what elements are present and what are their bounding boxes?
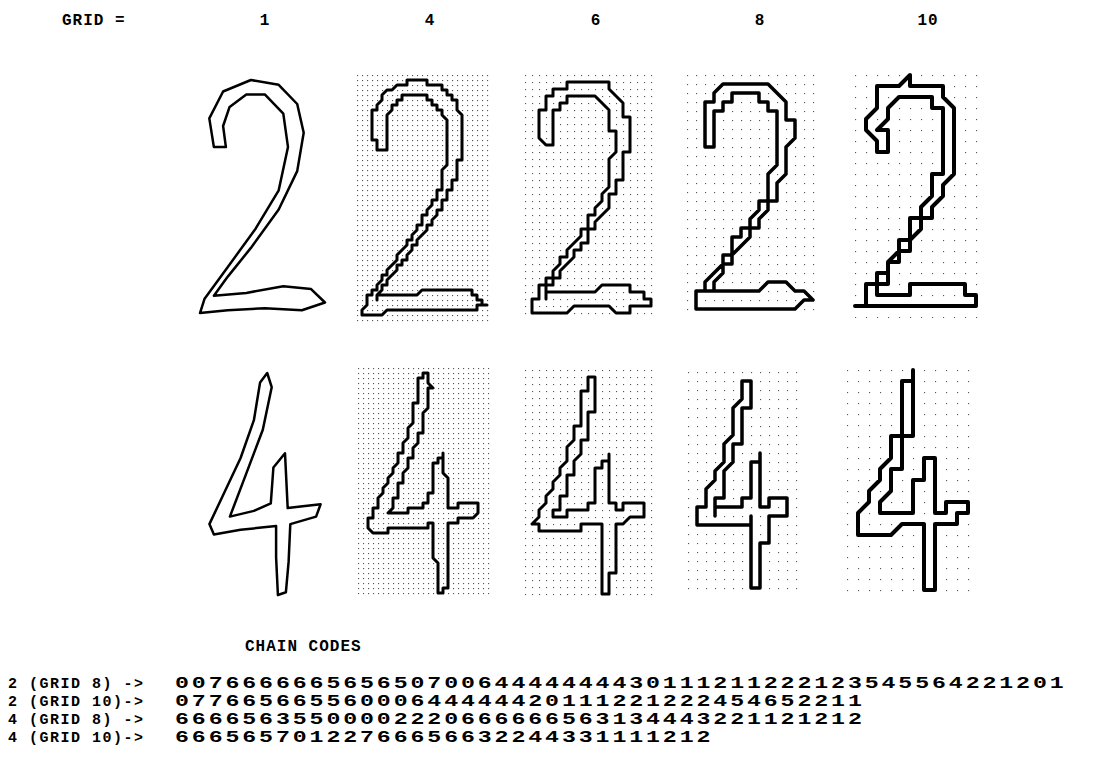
chain-code: 0076666665656507006444444443011121122212… (175, 675, 1067, 693)
row-key: 4 (GRID 8) -> (8, 712, 145, 729)
chain-code: 66656570122766656632244331111212 (175, 729, 713, 747)
grid-value: 6 (591, 12, 602, 30)
digit-outline (362, 80, 487, 315)
digit-outline (209, 373, 320, 595)
grid-value: 10 (917, 12, 938, 30)
grid-dots (358, 368, 490, 598)
grid-value: 8 (755, 12, 766, 30)
digit-outline (697, 381, 787, 588)
row-key: 2 (GRID 8) -> (8, 676, 145, 693)
row-key: 2 (GRID 10)-> (8, 694, 145, 711)
digit-outline (368, 373, 478, 593)
grid-dots (525, 75, 655, 320)
grid-dots (357, 75, 490, 322)
row-key: 4 (GRID 10)-> (8, 730, 145, 747)
section-heading: CHAIN CODES (245, 638, 362, 656)
grid-heading: GRID = (62, 12, 126, 30)
grid-value: 4 (425, 12, 436, 30)
grid-dots (688, 372, 800, 590)
digit-outline (855, 75, 976, 306)
grid-value: 1 (260, 12, 271, 30)
digit-outline (532, 377, 644, 594)
chain-code: 6666563550000222066666656313444322112121… (175, 711, 865, 729)
chain-code: 0776656655600064444442011122122245465221… (175, 693, 865, 711)
digit-outline (696, 84, 813, 309)
digit-outline (858, 370, 968, 590)
grid-dots (855, 75, 983, 318)
digit-outline (532, 82, 651, 313)
grid-dots (687, 75, 818, 318)
grid-dots (847, 370, 975, 600)
digit-outline (200, 80, 325, 313)
grid-dots (525, 370, 655, 598)
